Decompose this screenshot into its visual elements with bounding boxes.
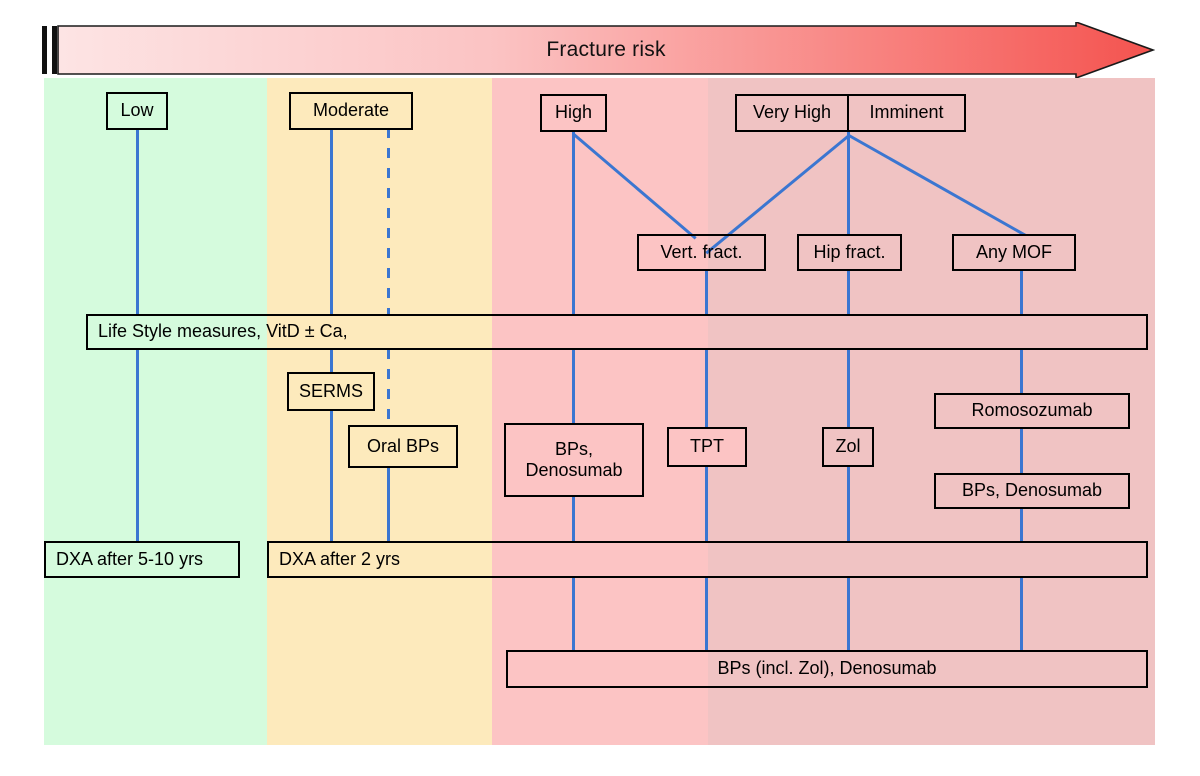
connector-mof-to-romosozumab bbox=[1020, 349, 1023, 393]
fracture-box-hip[interactable]: Hip fract. bbox=[797, 234, 902, 271]
bottom-bar-bps-zol-denosumab[interactable]: BPs (incl. Zol), Denosumab bbox=[506, 650, 1148, 688]
band-low bbox=[44, 78, 267, 745]
arrow-tick-1 bbox=[42, 26, 47, 74]
dxa-bar-low[interactable]: DXA after 5-10 yrs bbox=[44, 541, 240, 578]
connector-tpt-to-dxa bbox=[705, 467, 708, 541]
connector-moderate-dashed-lower bbox=[387, 349, 390, 426]
dxa-bar-other[interactable]: DXA after 2 yrs bbox=[267, 541, 1148, 578]
band-moderate bbox=[267, 78, 492, 745]
risk-box-very-high[interactable]: Very High bbox=[735, 94, 849, 132]
connector-veryhigh-to-hip-fract bbox=[847, 131, 850, 236]
dxa-bar-other-label: DXA after 2 yrs bbox=[279, 548, 401, 569]
connector-moderate-to-serms bbox=[330, 349, 333, 381]
connector-low-to-lifestyle bbox=[136, 128, 139, 315]
connector-moderate-to-lifestyle bbox=[330, 128, 333, 315]
risk-box-moderate-label: Moderate bbox=[312, 100, 390, 121]
fracture-risk-arrow: Fracture risk bbox=[57, 20, 1156, 80]
connector-mof-to-bottom-bar bbox=[1020, 578, 1023, 650]
arrow-tick-2 bbox=[52, 26, 57, 74]
dxa-bar-low-label: DXA after 5-10 yrs bbox=[56, 548, 204, 569]
connector-vert-fract-to-lifestyle bbox=[705, 270, 708, 315]
treatment-box-romosozumab-label: Romosozumab bbox=[971, 400, 1093, 421]
connector-mof-bps-to-dxa bbox=[1020, 508, 1023, 541]
risk-box-moderate[interactable]: Moderate bbox=[289, 92, 413, 130]
connector-hip-to-zol bbox=[847, 349, 850, 427]
treatment-box-zol-label: Zol bbox=[835, 436, 861, 457]
fracture-box-hip-label: Hip fract. bbox=[813, 241, 886, 262]
treatment-box-bps-denosumab-mof-label: BPs, Denosumab bbox=[961, 480, 1103, 501]
connector-hip-fract-to-lifestyle bbox=[847, 270, 850, 315]
connector-hip-to-bottom-bar bbox=[847, 578, 850, 650]
fracture-box-any-mof[interactable]: Any MOF bbox=[952, 234, 1076, 271]
treatment-box-zol[interactable]: Zol bbox=[822, 427, 874, 467]
treatment-box-tpt-label: TPT bbox=[690, 436, 724, 457]
treatment-box-tpt[interactable]: TPT bbox=[667, 427, 747, 467]
fracture-box-vertebral[interactable]: Vert. fract. bbox=[637, 234, 766, 271]
connector-any-mof-to-lifestyle bbox=[1020, 270, 1023, 315]
connector-moderate-dashed-to-oral-bps bbox=[387, 128, 390, 315]
connector-high-to-bottom-bar bbox=[572, 578, 575, 650]
treatment-box-bps-denosumab-mof[interactable]: BPs, Denosumab bbox=[934, 473, 1130, 509]
treatment-box-serms[interactable]: SERMS bbox=[287, 372, 375, 411]
treatment-box-oral-bps[interactable]: Oral BPs bbox=[348, 425, 458, 468]
risk-box-low[interactable]: Low bbox=[106, 92, 168, 130]
treatment-box-serms-label: SERMS bbox=[298, 380, 363, 401]
risk-box-high-label: High bbox=[554, 102, 593, 123]
bottom-bar-label: BPs (incl. Zol), Denosumab bbox=[717, 658, 937, 679]
band-high bbox=[492, 78, 708, 745]
treatment-box-romosozumab[interactable]: Romosozumab bbox=[934, 393, 1130, 429]
lifestyle-bar[interactable]: Life Style measures, VitD ± Ca, bbox=[86, 314, 1148, 350]
connector-low-to-dxa bbox=[136, 349, 139, 541]
connector-zol-to-dxa bbox=[847, 467, 850, 541]
risk-box-imminent[interactable]: Imminent bbox=[847, 94, 966, 132]
connector-high-to-lifestyle bbox=[572, 131, 575, 315]
arrow-shape bbox=[57, 20, 1156, 80]
connector-vert-to-tpt bbox=[705, 349, 708, 427]
connector-serms-to-dxa bbox=[330, 410, 333, 541]
risk-box-high[interactable]: High bbox=[540, 94, 607, 132]
connector-romosozumab-to-bps bbox=[1020, 428, 1023, 473]
connector-high-to-bps-denosumab bbox=[572, 349, 575, 423]
lifestyle-bar-label: Life Style measures, VitD ± Ca, bbox=[98, 321, 348, 342]
risk-box-imminent-label: Imminent bbox=[869, 102, 944, 123]
fracture-box-any-mof-label: Any MOF bbox=[975, 241, 1052, 262]
connector-vert-to-bottom-bar bbox=[705, 578, 708, 650]
connector-oral-bps-to-dxa bbox=[387, 468, 390, 541]
risk-box-low-label: Low bbox=[120, 100, 154, 121]
treatment-box-oral-bps-label: Oral BPs bbox=[366, 435, 440, 456]
fracture-box-vertebral-label: Vert. fract. bbox=[660, 241, 743, 262]
treatment-box-bps-denosumab-high-label: BPs, Denosumab bbox=[525, 438, 623, 480]
risk-box-very-high-label: Very High bbox=[752, 102, 832, 123]
arrow-label: Fracture risk bbox=[546, 38, 666, 61]
treatment-box-bps-denosumab-high[interactable]: BPs, Denosumab bbox=[504, 423, 644, 497]
connector-bps-denosumab-to-dxa bbox=[572, 497, 575, 541]
